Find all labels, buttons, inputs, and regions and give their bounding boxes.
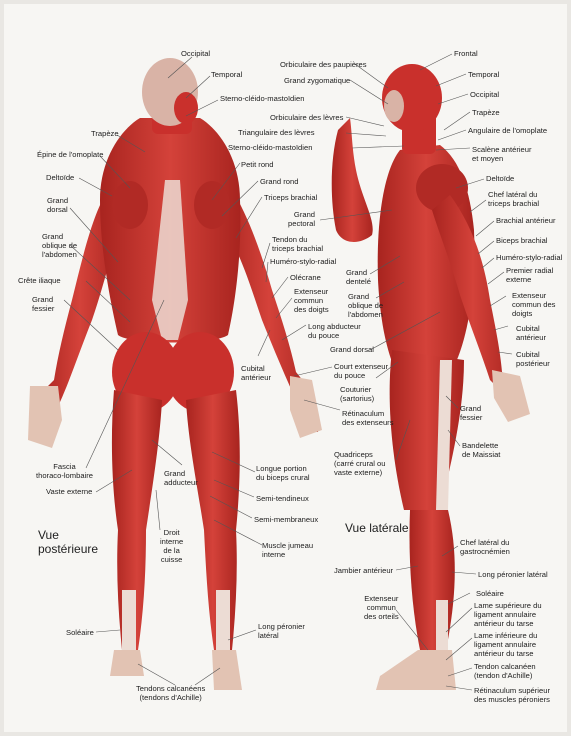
label-couturier: Couturier (sartorius) (340, 385, 374, 403)
label-grand-adducteur: Grand adducteur (164, 469, 198, 487)
label-grand-fessier-posterior: Grand fessier (32, 295, 54, 313)
label-extenseur-orteils: Extenseur commun des orteils (364, 594, 399, 621)
label-humero-posterior: Huméro-stylo-radial (270, 257, 336, 266)
label-quadriceps: Quadriceps (carré crural ou vaste extern… (334, 450, 385, 477)
posterior-achilles-left (122, 590, 136, 652)
label-tendons-calcaneens: Tendons calcanéens (tendons d'Achille) (136, 684, 205, 702)
label-grand-dentele: Grand dentelé (346, 268, 371, 286)
label-cubital-anterieur-lateral: Cubital antérieur (516, 324, 546, 342)
label-muscle-jumeau: Muscle jumeau interne (262, 541, 313, 559)
label-grand-dorsal-posterior: Grand dorsal (47, 196, 68, 214)
label-trapeze-posterior: Trapèze (91, 129, 119, 138)
label-trapeze-lateral: Trapèze (472, 108, 500, 117)
label-angulaire: Angulaire de l'omoplate (468, 126, 547, 135)
label-biceps-brachial: Biceps brachial (496, 236, 548, 245)
label-semi-tendineux: Semi-tendineux (256, 494, 309, 503)
label-orbiculaire-levres: Orbiculaire des lèvres (270, 113, 343, 122)
label-semi-membraneux: Semi-membraneux (254, 515, 318, 524)
label-triceps-posterior: Triceps brachial (264, 193, 317, 202)
label-long-peronier-posterior: Long péronier latéral (258, 622, 305, 640)
label-grand-rond: Grand rond (260, 177, 298, 186)
label-tendon-triceps: Tendon du triceps brachial (272, 235, 323, 253)
label-scalene: Scalène antérieur et moyen (472, 145, 532, 163)
label-retinaculum-peroniers: Rétinaculum supérieur des muscles péroni… (474, 686, 550, 704)
label-tendon-calcaneen: Tendon calcanéen (tendon d'Achille) (474, 662, 536, 680)
label-grand-oblique-lateral: Grand oblique de l'abdomen (348, 292, 383, 319)
label-humero-lateral: Huméro-stylo-radial (496, 253, 562, 262)
label-fascia: Fascia thoraco-lombaire (36, 462, 93, 480)
label-deltoide-lateral: Deltoïde (486, 174, 514, 183)
label-olecrane: Olécrane (290, 273, 321, 282)
posterior-scapula-right (194, 181, 230, 229)
label-temporal-posterior: Temporal (211, 70, 242, 79)
label-grand-dorsal-lateral: Grand dorsal (330, 345, 374, 354)
label-cubital-posterieur: Cubital postérieur (516, 350, 550, 368)
label-sterno-posterior: Sterno-cléido-mastoïdien (220, 94, 304, 103)
label-bandelette: Bandelette de Maissiat (462, 441, 500, 459)
posterior-temporal (174, 92, 198, 124)
label-vaste-externe: Vaste externe (46, 487, 92, 496)
label-epine-omoplate: Épine de l'omoplate (37, 150, 103, 159)
label-soleaire-posterior: Soléaire (66, 628, 94, 637)
label-lame-inferieure: Lame inférieure du ligament annulaire an… (474, 631, 537, 658)
lateral-view-title: Vue latérale (345, 521, 409, 535)
label-chef-lateral-triceps: Chef latéral du triceps brachial (488, 190, 539, 208)
label-cubital-anterieur-posterior: Cubital antérieur (241, 364, 271, 382)
posterior-achilles-right (216, 590, 230, 652)
label-crete-iliaque: Crête iliaque (18, 276, 61, 285)
label-orbiculaire-paupieres: Orbiculaire des paupières (280, 60, 367, 69)
label-grand-oblique-posterior: Grand oblique de l'abdomen (42, 232, 77, 259)
label-frontal: Frontal (454, 49, 478, 58)
label-brachial-anterieur: Brachial antérieur (496, 216, 556, 225)
label-petit-rond: Petit rond (241, 160, 274, 169)
label-jambier-anterieur: Jambier antérieur (334, 566, 393, 575)
label-premier-radial: Premier radial externe (506, 266, 553, 284)
label-chef-lateral-gastro: Chef latéral du gastrocnémien (460, 538, 510, 556)
label-occipital-lateral: Occipital (470, 90, 499, 99)
label-occipital-posterior: Occipital (181, 49, 210, 58)
label-triangulaire-levres: Triangulaire des lèvres (238, 128, 315, 137)
label-retinaculum-posterior: Rétinaculum des extenseurs (342, 409, 394, 427)
label-longue-portion: Longue portion du biceps crural (256, 464, 310, 482)
label-grand-fessier-lateral: Grand fessier (460, 404, 482, 422)
label-extenseur-commun-posterior: Extenseur commun des doigts (294, 287, 329, 314)
label-extenseur-commun-lateral: Extenseur commun des doigts (512, 291, 555, 318)
label-court-extenseur: Court extenseur du pouce (334, 362, 388, 380)
lateral-face (384, 90, 404, 122)
label-soleaire-lateral: Soléaire (476, 589, 504, 598)
label-long-abducteur: Long abducteur du pouce (308, 322, 361, 340)
posterior-left-foot (110, 650, 144, 676)
label-long-peronier-lateral: Long péronier latéral (478, 570, 548, 579)
label-temporal-lateral: Temporal (468, 70, 499, 79)
label-grand-zygomatique: Grand zygomatique (284, 76, 350, 85)
posterior-scapula-left (112, 181, 148, 229)
label-droit-interne: Droit interne de la cuisse (160, 528, 183, 564)
label-sterno-lateral: Sterno-cléido-mastoïdien (228, 143, 312, 152)
label-lame-superieure: Lame supérieure du ligament annulaire an… (474, 601, 542, 628)
label-grand-pectoral: Grand pectoral (288, 210, 315, 228)
posterior-view-title: Vue postérieure (38, 528, 98, 556)
label-deltoide-posterior: Deltoïde (46, 173, 74, 182)
